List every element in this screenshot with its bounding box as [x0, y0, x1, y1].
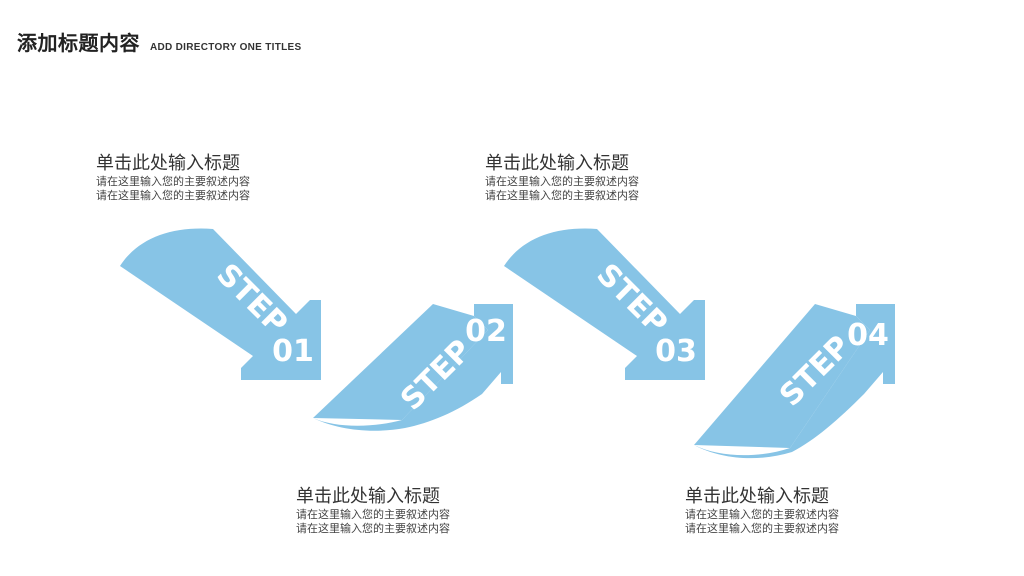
step-arrow-2: STEP 02 — [313, 304, 513, 431]
page-subtitle: ADD DIRECTORY ONE TITLES — [150, 42, 302, 53]
step-title-3[interactable]: 单击此处输入标题 — [485, 153, 629, 174]
step-number-1: 01 — [272, 334, 314, 369]
step-arrow-1: STEP 01 — [120, 228, 321, 380]
page-header: 添加标题内容 ADD DIRECTORY ONE TITLES — [17, 27, 301, 56]
step-number-4: 04 — [847, 318, 889, 353]
arrow-shape-1 — [120, 228, 321, 380]
step-text-2: 单击此处输入标题 请在这里输入您的主要叙述内容 请在这里输入您的主要叙述内容 — [296, 486, 536, 536]
step-text-3: 单击此处输入标题 请在这里输入您的主要叙述内容 请在这里输入您的主要叙述内容 — [485, 153, 725, 203]
step-desc-2b[interactable]: 请在这里输入您的主要叙述内容 — [296, 522, 450, 535]
step-arrow-3: STEP 03 — [504, 228, 705, 380]
step-title-1[interactable]: 单击此处输入标题 — [96, 153, 240, 174]
step-desc-4a[interactable]: 请在这里输入您的主要叙述内容 — [685, 508, 839, 521]
step-desc-2a[interactable]: 请在这里输入您的主要叙述内容 — [296, 508, 450, 521]
step-number-3: 03 — [655, 334, 697, 369]
arrow-body-4 — [694, 304, 870, 448]
step-desc-4b[interactable]: 请在这里输入您的主要叙述内容 — [685, 522, 839, 535]
step-desc-1b[interactable]: 请在这里输入您的主要叙述内容 — [96, 189, 250, 202]
arrow-body-2 — [313, 304, 488, 420]
step-text-4: 单击此处输入标题 请在这里输入您的主要叙述内容 请在这里输入您的主要叙述内容 — [685, 486, 925, 536]
arrow-shape-3 — [504, 228, 705, 380]
step-desc-3b[interactable]: 请在这里输入您的主要叙述内容 — [485, 189, 639, 202]
step-arrow-4: STEP 04 — [694, 304, 895, 459]
arrow-shape-2 — [313, 304, 513, 431]
step-text-1: 单击此处输入标题 请在这里输入您的主要叙述内容 请在这里输入您的主要叙述内容 — [96, 153, 336, 203]
arrow-shape-4 — [694, 304, 895, 459]
step-desc-1a[interactable]: 请在这里输入您的主要叙述内容 — [96, 175, 250, 188]
page-title: 添加标题内容 — [17, 31, 140, 55]
step-desc-3a[interactable]: 请在这里输入您的主要叙述内容 — [485, 175, 639, 188]
step-title-4[interactable]: 单击此处输入标题 — [685, 486, 829, 507]
step-number-2: 02 — [465, 314, 507, 349]
step-title-2[interactable]: 单击此处输入标题 — [296, 486, 440, 507]
